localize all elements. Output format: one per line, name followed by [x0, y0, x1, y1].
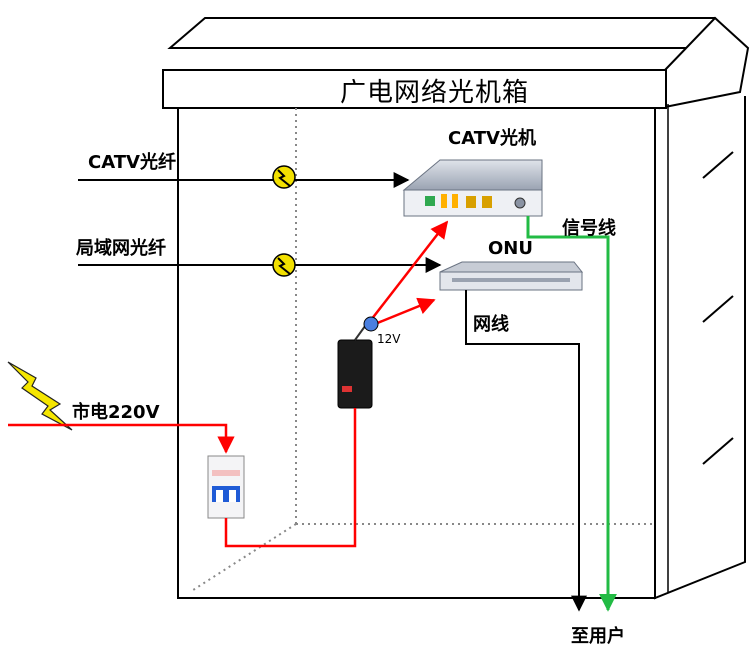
network-cable-label: 网线	[473, 314, 509, 335]
catv-optical-machine	[402, 159, 543, 217]
onu-label: ONU	[488, 238, 533, 259]
fiber-connector-icon	[272, 253, 296, 277]
side-vent	[702, 295, 734, 323]
cabinet-roof-top	[167, 17, 748, 49]
power-adapter	[337, 339, 373, 409]
dc-to-onu-line	[374, 297, 436, 326]
cabinet	[162, 16, 750, 600]
dc-to-catv-line	[370, 220, 449, 321]
signal-line-label: 信号线	[562, 218, 616, 239]
side-vent	[702, 151, 734, 179]
circuit-breaker	[207, 455, 245, 519]
side-vent	[702, 437, 734, 465]
lan-fiber-label: 局域网光纤	[76, 238, 166, 259]
mains-power-line	[8, 423, 235, 454]
dc-output-node	[363, 316, 379, 332]
cabinet-roof-side	[658, 16, 750, 110]
to-user-label: 至用户	[571, 626, 625, 647]
network-cable-line	[465, 290, 587, 612]
cabinet-title: 广电网络光机箱	[340, 78, 530, 108]
interior-back-edge	[189, 523, 297, 593]
onu-device	[439, 261, 584, 291]
catv-optical-machine-label: CATV光机	[448, 128, 536, 149]
cabinet-roof-band	[162, 69, 667, 109]
signal-line	[526, 216, 617, 612]
voltage-label: 12V	[377, 332, 401, 346]
fiber-connector-icon	[272, 165, 296, 189]
catv-fiber-label: CATV光纤	[88, 152, 176, 173]
mains-power-label: 市电220V	[72, 402, 160, 423]
cabinet-side-outline	[654, 96, 746, 600]
lightning-icon	[7, 361, 73, 431]
breaker-to-adapter-line	[224, 408, 357, 548]
